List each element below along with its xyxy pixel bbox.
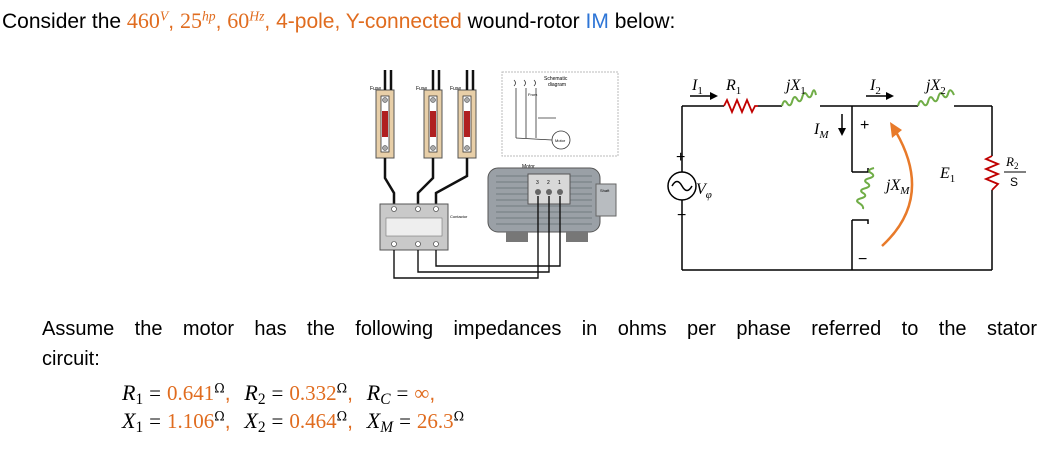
- title-suffix: below:: [614, 10, 676, 33]
- im-abbrev: IM: [585, 10, 609, 33]
- assumption-line-2: circuit:: [42, 348, 100, 370]
- label-im: IM: [813, 121, 829, 141]
- resistor-r2-s: [983, 155, 1001, 191]
- param-rc-value: ∞: [414, 381, 430, 405]
- title-prefix: Consider the: [2, 10, 122, 33]
- equivalent-circuit: I1 R1 jX1 I2 jX2 IM Vφ jXM E1 R2 S + − +…: [667, 77, 1026, 271]
- label-i1: I1: [691, 77, 703, 97]
- contactor-label: Contactor: [450, 214, 468, 219]
- svg-text:Motor: Motor: [555, 138, 566, 143]
- parameter-line-resistances: R1=0.641Ω, R2=0.332Ω, RC=∞,: [122, 380, 436, 408]
- motor-body: 3 2 1: [487, 167, 617, 242]
- current-arrow-im: [838, 114, 846, 136]
- pole-count: 4-pole,: [276, 10, 341, 33]
- param-x1: X1: [122, 408, 144, 436]
- schematic-diagram: Schematic diagram From Motor: [501, 71, 619, 157]
- fuse-3: [457, 89, 477, 159]
- power-value: 25hp: [179, 8, 216, 33]
- fuse-1: [375, 89, 395, 159]
- param-x2-value: 0.464: [289, 409, 337, 433]
- assumption-line-1: Assume the motor has the following imped…: [42, 318, 1037, 340]
- inductor-xm: [856, 167, 875, 210]
- label-r2-numerator: R2: [1005, 154, 1018, 171]
- label-jx1: jX1: [784, 77, 806, 97]
- param-r2: R2: [244, 380, 266, 408]
- assumption-paragraph: Assume the motor has the following imped…: [42, 314, 1037, 374]
- problem-statement: Consider the 460V, 25hp, 60Hz, 4-pole, Y…: [2, 8, 676, 33]
- param-r1: R1: [122, 380, 144, 408]
- circuit-wires: [681, 105, 993, 271]
- inductor-x2: [917, 89, 955, 107]
- param-xm-value: 26.3: [416, 409, 454, 433]
- resistor-r1: [723, 97, 758, 115]
- svg-text:Schematic: Schematic: [544, 76, 568, 82]
- magnetizing-minus-sign: −: [858, 251, 867, 268]
- svg-text:3: 3: [536, 180, 539, 186]
- magnetizing-plus-sign: +: [860, 117, 869, 134]
- fuse-label-1: Fuse: [370, 86, 381, 92]
- svg-text:2: 2: [547, 180, 550, 186]
- param-xm: XM: [366, 408, 394, 436]
- label-jx2: jX2: [924, 77, 946, 97]
- inductor-x1: [781, 89, 817, 107]
- param-r1-value: 0.641: [167, 381, 215, 405]
- source-minus-sign: −: [677, 207, 686, 224]
- fuse-2: [423, 89, 443, 159]
- label-r2-denominator: S: [1010, 175, 1018, 189]
- source-plus-sign: +: [676, 149, 685, 166]
- label-jxm: jXM: [884, 177, 910, 197]
- param-x1-value: 1.106: [167, 409, 215, 433]
- shaft-label: Shaft: [600, 188, 610, 193]
- frequency-value: 60Hz: [227, 8, 265, 33]
- svg-text:From: From: [528, 92, 538, 97]
- voltage-value: 460V: [126, 8, 169, 33]
- fuse-label-2: Fuse: [416, 86, 427, 92]
- voltage-arc-arrow: [881, 122, 914, 247]
- label-e1: E1: [939, 165, 955, 185]
- svg-text:1: 1: [558, 180, 561, 186]
- svg-text:diagram: diagram: [548, 82, 566, 88]
- current-arrow-i1: [690, 92, 718, 100]
- param-x2: X2: [244, 408, 266, 436]
- wiring-diagram-image: Fuse Fuse Fuse Schematic diagram From Mo…: [370, 70, 619, 279]
- label-r1: R1: [725, 77, 741, 97]
- fuse-label-3: Fuse: [450, 86, 461, 92]
- param-rc: RC: [366, 380, 391, 408]
- param-r2-value: 0.332: [289, 381, 337, 405]
- parameter-line-reactances: X1=1.106Ω, X2=0.464Ω, XM=26.3Ω: [122, 408, 465, 436]
- label-vphi: Vφ: [696, 181, 712, 201]
- label-i2: I2: [869, 77, 881, 97]
- current-arrow-i2: [866, 92, 894, 100]
- connection-type: Y-connected: [345, 10, 462, 33]
- motor-label: Motor: [522, 164, 535, 170]
- rotor-type: wound-rotor: [467, 10, 580, 33]
- contactor: [379, 203, 449, 251]
